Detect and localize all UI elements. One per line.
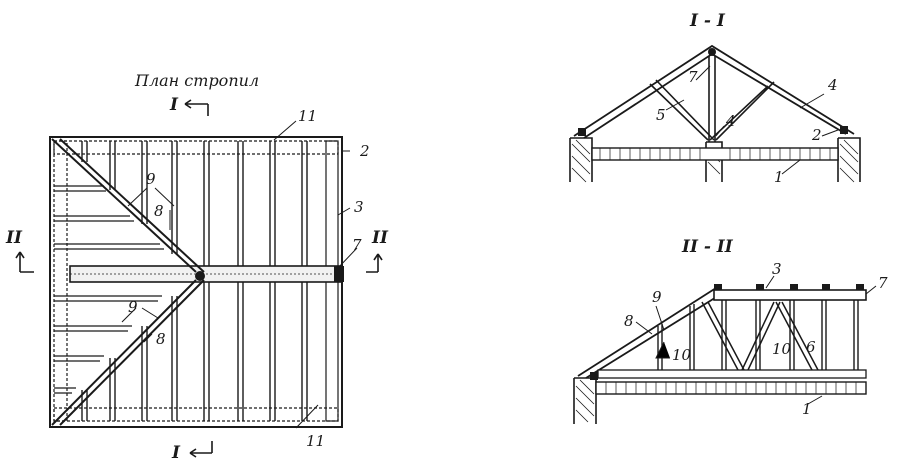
- section-ii-right-arrow: [366, 253, 383, 273]
- callout-2-plan: 2: [359, 142, 370, 160]
- section-i-bottom-arrow: [189, 441, 213, 458]
- section-ii-hip-rafter: [577, 287, 719, 379]
- callout-9-plan-bottom: 9: [128, 298, 138, 316]
- section-i-struts: [649, 79, 775, 141]
- section-i-top-arrow: [184, 99, 209, 116]
- callout-7-plan: 7: [352, 236, 362, 254]
- section-ii-posts: [657, 300, 859, 370]
- section-i-left-wall: [569, 137, 593, 182]
- callout-9-sec-ii: 9: [652, 288, 662, 306]
- section-i-mauerlat-left: [578, 128, 586, 136]
- plan-leaders: [121, 120, 358, 429]
- section-i-mauerlat-right: [840, 126, 848, 134]
- callout-4-sec-i-center: 4: [725, 112, 736, 130]
- callout-10-sec-ii-right: 10: [772, 340, 792, 358]
- callout-3-plan: 3: [354, 198, 364, 216]
- section-ii-beam: [597, 369, 867, 379]
- section-i-rafters: [573, 44, 855, 139]
- section-ii-braces: [701, 301, 819, 371]
- section-ii-title: II - II: [681, 237, 734, 257]
- callout-7-sec-ii: 7: [878, 274, 888, 292]
- section-i-post: [708, 56, 716, 142]
- callout-11-top: 11: [298, 107, 317, 125]
- rafter-plan: План стропил I I II II: [5, 71, 389, 463]
- section-ii-left-arrow: [15, 251, 34, 273]
- callout-1-sec-ii: 1: [802, 400, 812, 418]
- callout-9-plan-top: 9: [146, 170, 156, 188]
- plan-section-mark-ii-left: II: [5, 228, 23, 248]
- callout-7-sec-i: 7: [688, 68, 698, 86]
- plan-hip-rafters: [51, 138, 205, 426]
- plan-jack-rafters: [54, 185, 164, 394]
- section-i-ceiling-joist: [591, 147, 839, 161]
- section-ii-ceiling-joist: [595, 381, 867, 395]
- section-ii-ii: II - II: [573, 237, 888, 424]
- callout-8-plan-bottom: 8: [156, 330, 166, 348]
- plan-section-mark-i-top: I: [169, 95, 179, 115]
- plan-section-mark-ii-right: II: [371, 228, 389, 248]
- callout-4-sec-i-right: 4: [827, 76, 838, 94]
- callout-2-sec-i: 2: [811, 126, 822, 144]
- callout-3-sec-ii: 3: [772, 260, 782, 278]
- plan-section-mark-i-bottom: I: [171, 443, 181, 463]
- section-i-title: I - I: [689, 11, 726, 31]
- plan-rafters: [81, 141, 308, 421]
- plan-ridge-node: [195, 271, 205, 281]
- section-ii-purlins: [590, 284, 864, 380]
- section-ii-ridge: [713, 289, 867, 301]
- callout-10-sec-ii-left: 10: [672, 346, 692, 364]
- callout-8-sec-ii: 8: [624, 312, 634, 330]
- section-i-i: I - I 7 5 4 4 2 1: [569, 11, 861, 186]
- callout-5-sec-i: 5: [656, 106, 666, 124]
- callout-6-sec-ii: 6: [806, 338, 816, 356]
- callout-1-sec-i: 1: [774, 168, 784, 186]
- plan-ridge: [69, 265, 344, 283]
- callout-11-bottom: 11: [306, 432, 325, 450]
- plan-title: План стропил: [134, 71, 259, 90]
- callout-8-plan-top: 8: [154, 202, 164, 220]
